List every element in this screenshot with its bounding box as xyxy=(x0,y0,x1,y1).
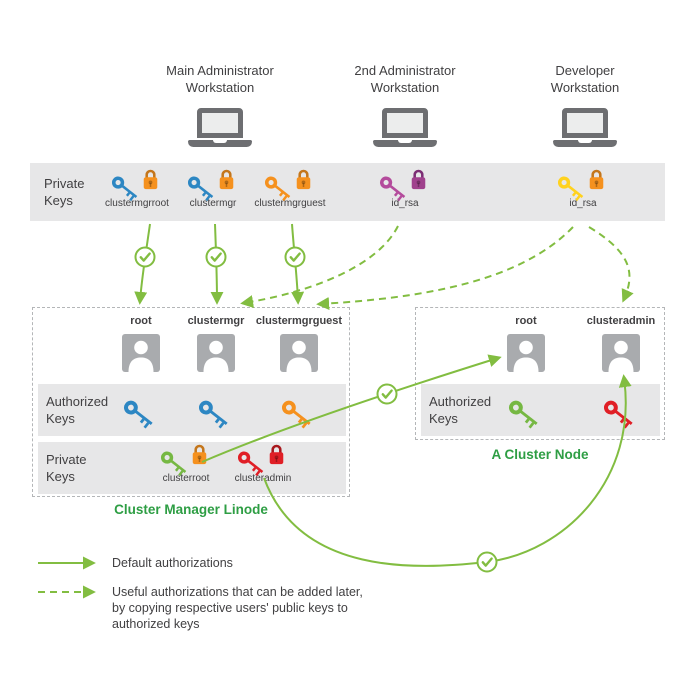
user-label-root: root xyxy=(130,315,152,327)
user-silhouette xyxy=(286,340,312,372)
cm-authorized-keys-label: Authorized Keys xyxy=(46,394,109,426)
key-icon xyxy=(264,176,291,202)
lock-icon xyxy=(192,444,207,465)
lock-icon xyxy=(411,169,426,190)
laptop-screen xyxy=(197,108,243,138)
workstation-label-main: Main Administrator Workstation xyxy=(166,63,274,95)
check-badge xyxy=(134,246,156,268)
laptop-base xyxy=(373,140,437,147)
private-key-clustermgr: clustermgr xyxy=(173,169,253,209)
key-icon xyxy=(160,451,187,477)
private-key-idrsa-second: id_rsa xyxy=(365,169,445,209)
check-badge xyxy=(205,246,227,268)
key-icon xyxy=(603,400,633,429)
key-label: clusteradmin xyxy=(234,473,292,484)
key-label: id_rsa xyxy=(391,198,419,209)
user-silhouette xyxy=(608,340,634,372)
user-icon xyxy=(122,334,160,372)
laptop-base xyxy=(188,140,252,147)
key-icon xyxy=(111,176,138,202)
key-icon xyxy=(508,400,538,429)
laptop-screen xyxy=(382,108,428,138)
private-keys-band: Private Keys cl xyxy=(30,163,665,221)
laptop-screen xyxy=(562,108,608,138)
key-icon xyxy=(187,176,214,202)
laptop-icon xyxy=(188,108,252,147)
cluster-node-box: root clusteradmin Authorized Keys xyxy=(415,307,665,440)
key-icon xyxy=(379,176,406,202)
laptop-icon xyxy=(373,108,437,147)
user-label-node-root: root xyxy=(515,315,537,327)
private-key-idrsa-developer: id_rsa xyxy=(543,169,623,209)
private-key-clusteradmin: clusteradmin xyxy=(223,444,303,484)
arrow-clustermgrguest-to-clustermgrguest xyxy=(291,223,305,305)
node-authorized-keys-label: Authorized Keys xyxy=(429,394,492,426)
lock-icon xyxy=(589,169,604,190)
lock-icon xyxy=(269,444,284,465)
key-label: clustermgrroot xyxy=(105,198,169,209)
key-icon xyxy=(123,400,153,429)
check-badge xyxy=(476,551,498,573)
user-label-clustermgr: clustermgr xyxy=(187,315,245,327)
cm-private-keys-band: Private Keys xyxy=(38,442,346,494)
cluster-manager-title: Cluster Manager Linode xyxy=(114,502,268,517)
user-label-node-clusteradmin: clusteradmin xyxy=(586,315,656,327)
user-icon xyxy=(197,334,235,372)
laptop-base xyxy=(553,140,617,147)
lock-icon xyxy=(219,169,234,190)
cm-private-keys-label: Private Keys xyxy=(46,452,87,484)
legend-dashed-label: Useful authorizations that can be added … xyxy=(112,585,363,631)
laptop-notch xyxy=(578,140,592,143)
key-label: clustermgrguest xyxy=(254,198,326,209)
user-icon xyxy=(507,334,545,372)
laptop-notch xyxy=(213,140,227,143)
key-label: clustermgr xyxy=(189,198,237,209)
user-silhouette xyxy=(513,340,539,372)
node-authorized-keys-band: Authorized Keys xyxy=(421,384,660,436)
workstation-label-second: 2nd Administrator Workstation xyxy=(354,63,456,95)
key-label: clusterroot xyxy=(162,473,210,484)
user-silhouette xyxy=(128,340,154,372)
key-label: id_rsa xyxy=(569,198,597,209)
key-icon xyxy=(281,400,311,429)
lock-icon xyxy=(296,169,311,190)
arrow-dashed-idrsadev-to-clustermgrguest xyxy=(316,226,574,310)
lock-icon xyxy=(143,169,158,190)
private-keys-band-label: Private Keys xyxy=(44,176,85,208)
arrow-dashed-idrsadev-to-node-clusteradmin xyxy=(588,226,634,303)
cluster-manager-box: root clustermgr clustermgrguest Authoriz… xyxy=(32,307,350,497)
key-icon xyxy=(557,176,584,202)
workstation-label-developer: Developer Workstation xyxy=(550,63,620,95)
private-key-clusterroot: clusterroot xyxy=(146,444,226,484)
private-key-clustermgrguest: clustermgrguest xyxy=(250,169,330,209)
private-key-clustermgrroot: clustermgrroot xyxy=(97,169,177,209)
laptop-notch xyxy=(398,140,412,143)
check-badge xyxy=(284,246,306,268)
user-icon xyxy=(280,334,318,372)
cluster-node-title: A Cluster Node xyxy=(491,447,589,462)
arrow-clustermgr-to-clustermgr xyxy=(210,223,224,305)
user-icon xyxy=(602,334,640,372)
legend-default-label: Default authorizations xyxy=(112,556,233,570)
check-badge xyxy=(376,383,398,405)
key-icon xyxy=(198,400,228,429)
arrow-clustermgrroot-to-root xyxy=(134,223,151,305)
user-silhouette xyxy=(203,340,229,372)
user-label-clustermgrguest: clustermgrguest xyxy=(255,315,343,327)
arrow-dashed-idrsa2nd-to-clustermgr xyxy=(240,225,399,308)
cm-authorized-keys-band: Authorized Keys xyxy=(38,384,346,436)
laptop-icon xyxy=(553,108,617,147)
